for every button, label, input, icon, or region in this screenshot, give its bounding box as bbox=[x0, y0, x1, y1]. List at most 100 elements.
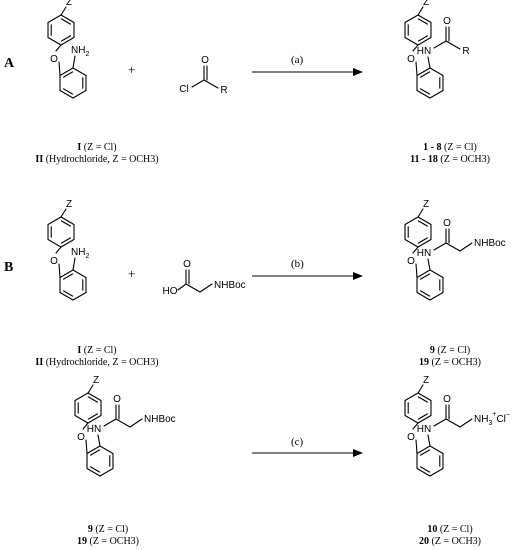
struct-product-a-bond-z bbox=[417, 6, 424, 16]
glycine-atom-ho: HO bbox=[163, 286, 178, 297]
struct-product-a-atom-hn: HN bbox=[417, 46, 431, 57]
acyl-chloride-bond-cr bbox=[203, 79, 219, 89]
struct-start-c-ring-top-bond bbox=[87, 392, 102, 402]
plus-sign-a: + bbox=[128, 62, 136, 77]
struct-start-a-bond-o2 bbox=[58, 61, 61, 77]
label-start-b-2: II (Hydrochloride, Z = OCH3) bbox=[35, 357, 159, 368]
struct-start-b-ring-top-bond bbox=[47, 238, 62, 248]
condition-c: (c) bbox=[291, 436, 304, 448]
struct-product-b-ring-bottom-bond bbox=[416, 291, 431, 301]
struct-product-b-bond-ch2 bbox=[445, 242, 461, 252]
struct-start-a-ring-top-bond bbox=[47, 36, 62, 46]
struct-start-c-bond-o1 bbox=[82, 422, 89, 430]
struct-start-b-atom-nh2: NH2 bbox=[71, 247, 89, 260]
glycine-bond-oc bbox=[177, 283, 187, 291]
struct-start-b-bond-o2 bbox=[58, 263, 61, 279]
struct-product-c-ring-bottom-double-bond bbox=[420, 449, 431, 456]
struct-product-c-ring-top-bond bbox=[417, 392, 432, 402]
struct-product-b-bond-n bbox=[427, 258, 431, 271]
label-start-a-2: II (Hydrochloride, Z = OCH3) bbox=[35, 154, 159, 165]
struct-product-c-atom-o: O bbox=[407, 432, 415, 443]
acyl-chloride-atom-r: R bbox=[220, 85, 227, 96]
struct-start-c-ring-top-double-bond bbox=[87, 396, 98, 403]
struct-start-b-ring-bottom-bond bbox=[59, 291, 74, 301]
struct-product-a-ring-bottom-bond bbox=[429, 89, 444, 99]
struct-start-b-ring-bottom-double-bond bbox=[63, 290, 74, 297]
struct-product-c-ring-top-bond bbox=[404, 392, 419, 402]
struct-product-a-ring-bottom-bond bbox=[429, 67, 444, 77]
struct-product-a-ring-bottom-double-bond bbox=[420, 71, 431, 78]
struct-product-a-bond-nc bbox=[433, 40, 447, 49]
struct-start-a-ring-bottom-double-bond bbox=[63, 88, 74, 95]
struct-start-b-bond-z bbox=[60, 208, 67, 218]
struct-product-b-ring-top-double-bond bbox=[417, 237, 428, 244]
struct-product-b-bond-z bbox=[417, 208, 424, 218]
struct-product-b-ring-top-double-bond bbox=[417, 220, 428, 227]
struct-product-a-atom-o-carbonyl: O bbox=[443, 16, 451, 27]
glycine-atom-o: O bbox=[183, 259, 191, 270]
struct-product-c-ring-top-double-bond bbox=[417, 396, 428, 403]
struct-product-c-bond-o1 bbox=[412, 422, 419, 430]
struct-product-b-ring-bottom-bond bbox=[416, 269, 431, 279]
struct-start-c-ring-bottom-bond bbox=[99, 445, 114, 455]
label-start-c-1: 9 (Z = Cl) bbox=[87, 524, 129, 535]
struct-product-b-atom-o-carbonyl: O bbox=[443, 218, 451, 229]
struct-product-a-ring-top-bond bbox=[417, 14, 432, 24]
struct-start-c-ring-top-bond bbox=[74, 414, 89, 424]
acyl-chloride-atom-cl: Cl bbox=[179, 84, 188, 95]
struct-product-c-ring-bottom-double-bond bbox=[420, 466, 431, 473]
struct-start-c-bond-nc bbox=[103, 418, 117, 427]
struct-start-b-atom-o: O bbox=[50, 256, 58, 267]
glycine-bond-ch2 bbox=[185, 283, 201, 293]
struct-product-b-bond-o1 bbox=[412, 246, 419, 254]
section-label-a: A bbox=[4, 56, 15, 71]
struct-product-a-ring-top-double-bond bbox=[417, 35, 428, 42]
struct-product-b-ring-bottom-double-bond bbox=[420, 273, 431, 280]
struct-start-b-atom-z: Z bbox=[66, 199, 72, 210]
label-start-a-1: I (Z = Cl) bbox=[77, 142, 117, 153]
struct-product-b-atom-z: Z bbox=[423, 199, 429, 210]
struct-product-c-atom-nh3cl: NH3+Cl− bbox=[474, 411, 510, 427]
label-product-c-1: 10 (Z = Cl) bbox=[427, 524, 473, 535]
struct-start-a-atom-o: O bbox=[50, 54, 58, 65]
struct-start-b-bond-n bbox=[72, 257, 76, 271]
label-product-c-2: 20 (Z = OCH3) bbox=[418, 536, 482, 547]
struct-start-c-ring-top-double-bond bbox=[87, 413, 98, 420]
struct-start-b-ring-bottom-bond bbox=[72, 269, 87, 279]
struct-product-a-atom-o: O bbox=[407, 54, 415, 65]
struct-start-c-bond-z bbox=[87, 384, 94, 394]
condition-b: (b) bbox=[291, 258, 304, 270]
plus-sign-b: + bbox=[128, 266, 136, 281]
struct-start-c-ring-bottom-double-bond bbox=[90, 449, 101, 456]
struct-start-a-ring-bottom-bond bbox=[59, 67, 74, 77]
struct-product-a-ring-top-bond bbox=[404, 14, 419, 24]
struct-product-c-atom-z: Z bbox=[423, 375, 429, 386]
struct-start-a-atom-z: Z bbox=[66, 0, 72, 8]
struct-start-b-ring-bottom-bond bbox=[59, 269, 74, 279]
struct-product-b-atom-o: O bbox=[407, 256, 415, 267]
struct-start-b-ring-top-bond bbox=[60, 216, 75, 226]
label-start-b-1: I (Z = Cl) bbox=[77, 345, 117, 356]
struct-product-b-atom-hn: HN bbox=[417, 248, 431, 259]
struct-start-c-bond-o2 bbox=[85, 439, 88, 455]
struct-start-c-bond-ch2 bbox=[115, 418, 131, 428]
struct-product-b-ring-bottom-bond bbox=[429, 269, 444, 279]
struct-start-a-ring-bottom-bond bbox=[59, 89, 74, 99]
struct-start-a-bond-z bbox=[60, 6, 67, 16]
struct-product-c-ring-bottom-bond bbox=[429, 445, 444, 455]
struct-start-a-ring-top-bond bbox=[60, 36, 75, 46]
struct-product-a-ring-top-bond bbox=[404, 36, 419, 46]
struct-start-c-atom-o-carbonyl: O bbox=[113, 394, 121, 405]
struct-start-b-ring-top-double-bond bbox=[60, 237, 71, 244]
struct-product-a-bond-n bbox=[427, 56, 431, 69]
struct-start-a-ring-top-bond bbox=[60, 14, 75, 24]
struct-start-c-atom-nhboc: NHBoc bbox=[144, 414, 176, 425]
struct-start-a-ring-top-bond bbox=[47, 14, 62, 24]
struct-product-c-ring-top-bond bbox=[417, 414, 432, 424]
struct-start-b-ring-bottom-double-bond bbox=[63, 273, 74, 280]
struct-start-b-ring-bottom-bond bbox=[72, 291, 87, 301]
glycine-atom-nhboc: NHBoc bbox=[214, 280, 246, 291]
struct-start-c-ring-bottom-bond bbox=[99, 467, 114, 477]
label-product-a-1: 1 - 8 (Z = Cl) bbox=[423, 142, 477, 153]
